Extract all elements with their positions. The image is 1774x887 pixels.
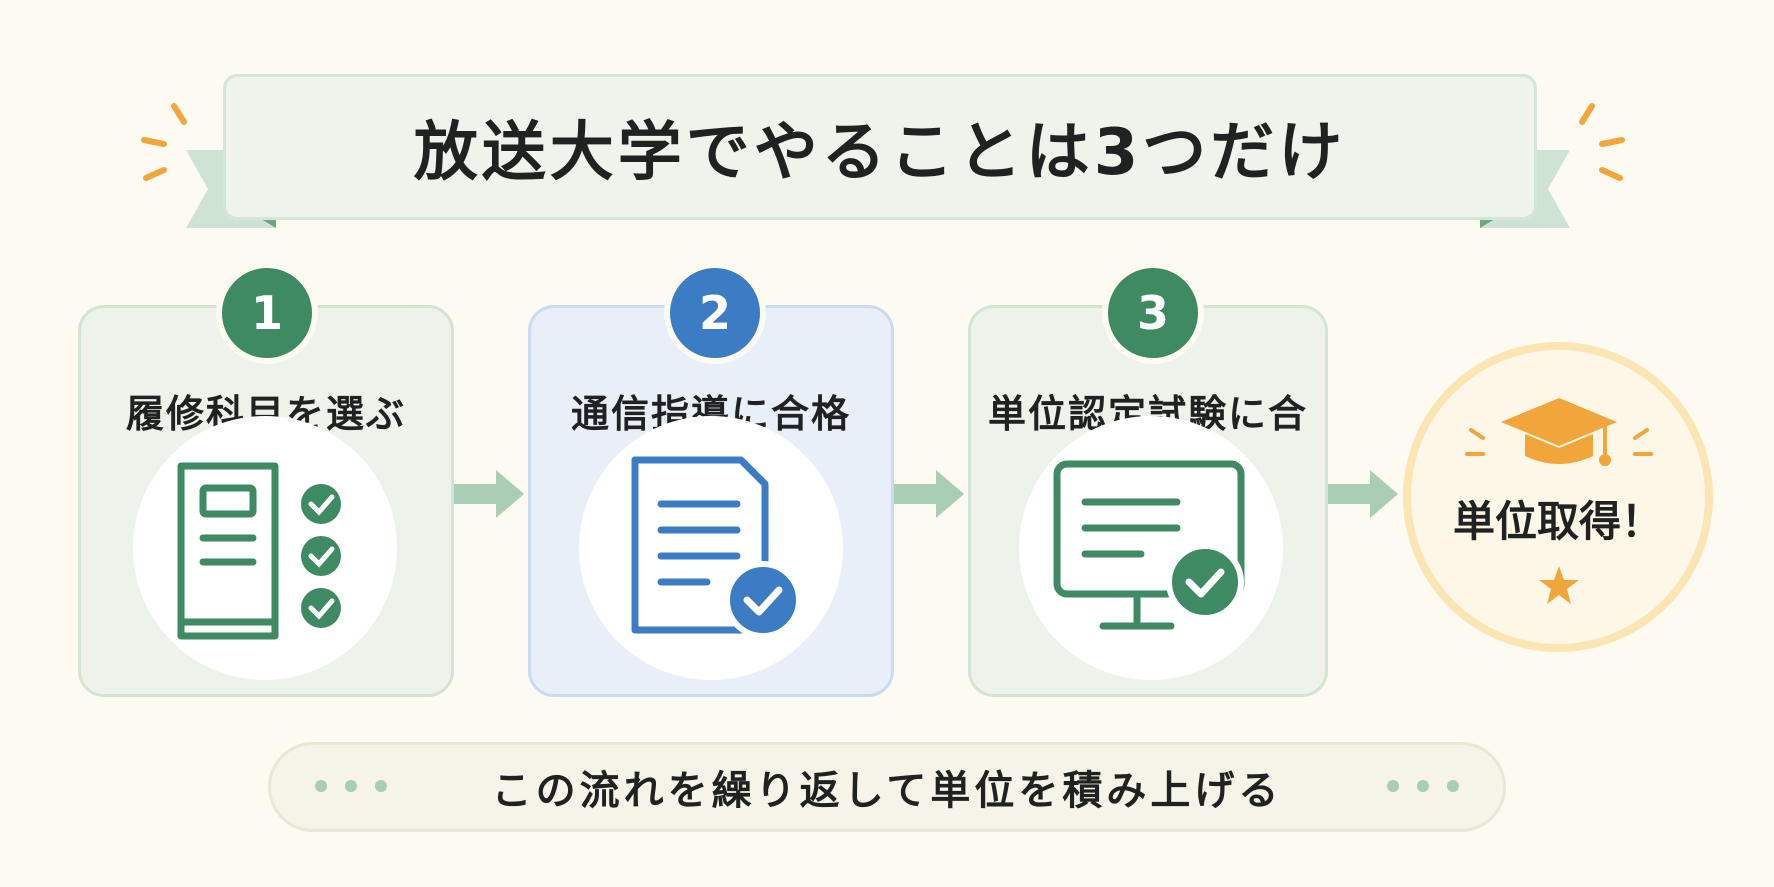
goal-label: 単位取得！ — [1452, 497, 1663, 546]
page-title: 放送大学でやることは3つだけ — [413, 116, 1347, 190]
sparkle-icon-right — [1579, 103, 1625, 181]
graduation-cap-icon — [1465, 398, 1653, 466]
title-banner: 放送大学でやることは3つだけ — [223, 74, 1537, 220]
star-icon — [1539, 566, 1579, 604]
footer-dots-right — [1387, 780, 1459, 792]
step-icon-circle-3 — [1019, 416, 1283, 680]
step-card-3: 単位認定試験に合格 — [968, 305, 1328, 697]
step-badge-1: 1 — [216, 262, 318, 364]
monitor-check-icon — [1053, 460, 1245, 630]
footer-text: この流れを繰り返して単位を積み上げる — [491, 768, 1283, 814]
arrow-icon-3 — [1328, 470, 1398, 518]
sparkle-icon-left — [141, 103, 187, 181]
step-card-2: 通信指導に合格 — [528, 305, 894, 697]
step-badge-2: 2 — [664, 262, 766, 364]
step-icon-circle-1 — [133, 416, 397, 680]
step-icon-circle-2 — [579, 416, 843, 680]
step-badge-3: 3 — [1102, 262, 1204, 364]
book-checklist-icon — [177, 462, 341, 640]
document-check-icon — [631, 456, 802, 639]
arrow-icon-2 — [894, 470, 964, 518]
step-card-1: 履修科目を選ぶ — [78, 305, 454, 697]
footer-banner: この流れを繰り返して単位を積み上げる — [268, 742, 1506, 832]
footer-dots-left — [315, 780, 387, 792]
arrow-icon-1 — [454, 470, 524, 518]
goal-circle: 単位取得！ — [1403, 342, 1713, 652]
